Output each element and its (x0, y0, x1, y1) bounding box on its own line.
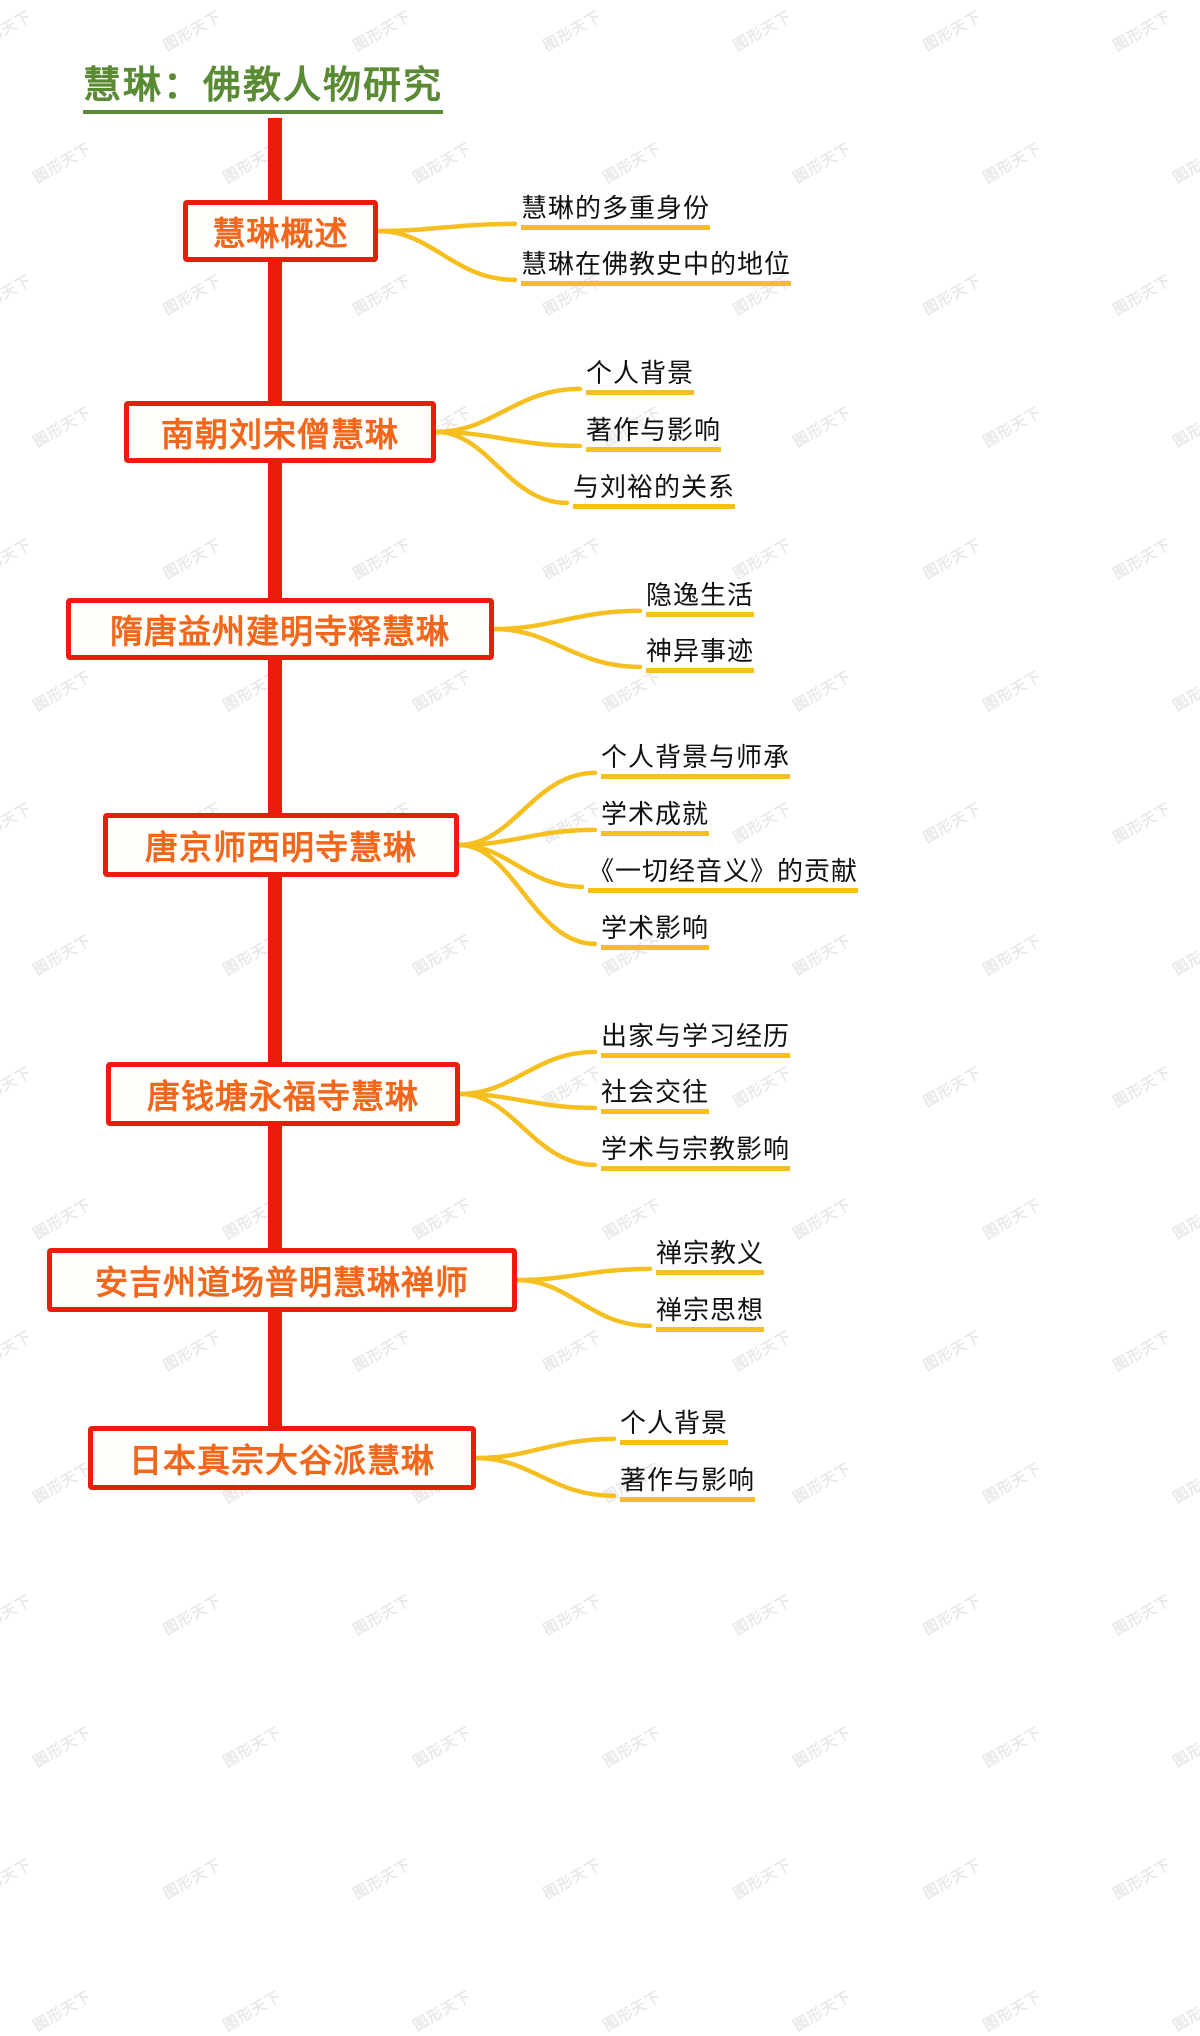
watermark-text: 图形天下 (980, 1987, 1045, 2035)
mindmap-node-label: 南朝刘宋僧慧琳 (161, 416, 399, 453)
mindmap-node-7[interactable]: 日本真宗大谷派慧琳 (88, 1426, 476, 1490)
watermark-text: 图形天下 (220, 1987, 285, 2035)
branch-connector-6-2 (514, 1277, 653, 1329)
mindmap-leaf-2-1[interactable]: 个人背景 (586, 358, 695, 395)
mindmap-node-label: 日本真宗大谷派慧琳 (129, 1442, 435, 1479)
branch-connector-4-1 (456, 770, 598, 848)
mindmap-leaf-1-1[interactable]: 慧琳的多重身份 (521, 193, 711, 230)
mindmap-leaf-4-1[interactable]: 个人背景与师承 (601, 742, 791, 779)
mindmap-leaf-5-3[interactable]: 学术与宗教影响 (601, 1134, 791, 1171)
mindmap-leaf-5-2[interactable]: 社会交往 (601, 1077, 710, 1114)
branch-connector-7-2 (473, 1455, 617, 1499)
watermark-text: 图形天下 (790, 1987, 855, 2035)
watermark-text: 图形天下 (410, 1987, 475, 2035)
branch-connector-6-1 (514, 1266, 653, 1283)
mindmap-node-label: 隋唐益州建明寺释慧琳 (110, 613, 450, 650)
branch-connector-5-3 (457, 1091, 598, 1168)
mindmap-node-2[interactable]: 南朝刘宋僧慧琳 (124, 401, 436, 463)
watermark-text: 图形天下 (30, 1987, 95, 2035)
mindmap-node-5[interactable]: 唐钱塘永福寺慧琳 (106, 1062, 460, 1126)
branch-connector-2-2 (433, 429, 583, 449)
branch-connector-7-1 (473, 1436, 617, 1461)
mindmap-leaf-1-2[interactable]: 慧琳在佛教史中的地位 (521, 249, 792, 286)
mindmap-canvas: 图形天下图形天下图形天下图形天下图形天下图形天下图形天下图形天下图形天下图形天下… (0, 7, 1200, 2035)
branch-connector-4-4 (456, 842, 598, 947)
mindmap-node-3[interactable]: 隋唐益州建明寺释慧琳 (66, 598, 494, 660)
mindmap-leaf-4-2[interactable]: 学术成就 (601, 799, 710, 836)
mindmap-leaf-6-1[interactable]: 禅宗教义 (656, 1238, 765, 1275)
connector-layer (268, 118, 653, 1499)
mindmap-node-label: 安吉州道场普明慧琳禅师 (95, 1264, 469, 1301)
mindmap-leaf-7-1[interactable]: 个人背景 (620, 1408, 729, 1445)
mindmap-leaf-4-4[interactable]: 学术影响 (601, 913, 710, 950)
branch-connector-2-3 (433, 429, 570, 506)
branch-connector-3-1 (491, 608, 643, 632)
mindmap-leaf-4-3[interactable]: 《一切经音义》的贡献 (588, 856, 859, 893)
branch-connector-4-2 (456, 827, 598, 848)
watermark-text: 图形天下 (600, 1987, 665, 2035)
mindmap-node-4[interactable]: 唐京师西明寺慧琳 (103, 813, 459, 877)
mindmap-node-label: 唐钱塘永福寺慧琳 (147, 1078, 419, 1115)
branch-connector-1-1 (375, 221, 518, 234)
mindmap-node-label: 唐京师西明寺慧琳 (145, 829, 417, 866)
watermark-text: 图形天下 (1170, 1987, 1200, 2035)
branch-connector-1-2 (375, 228, 518, 283)
branch-connector-5-1 (457, 1049, 598, 1097)
mindmap-node-6[interactable]: 安吉州道场普明慧琳禅师 (47, 1248, 517, 1312)
mindmap-leaf-7-2[interactable]: 著作与影响 (620, 1465, 756, 1502)
mindmap-node-label: 慧琳概述 (212, 215, 349, 252)
mindmap-leaf-5-1[interactable]: 出家与学习经历 (601, 1021, 791, 1058)
mindmap-leaf-6-2[interactable]: 禅宗思想 (656, 1295, 765, 1332)
branch-connector-3-2 (491, 626, 643, 670)
mindmap-node-1[interactable]: 慧琳概述 (183, 200, 378, 262)
branch-connector-2-1 (433, 386, 583, 435)
page-title: 慧琳：佛教人物研究 (83, 65, 444, 114)
mindmap-leaf-3-1[interactable]: 隐逸生活 (646, 580, 755, 617)
mindmap-leaf-3-2[interactable]: 神异事迹 (646, 636, 755, 673)
mindmap-leaf-2-2[interactable]: 著作与影响 (586, 415, 722, 452)
mindmap-leaf-2-3[interactable]: 与刘裕的关系 (573, 472, 736, 509)
